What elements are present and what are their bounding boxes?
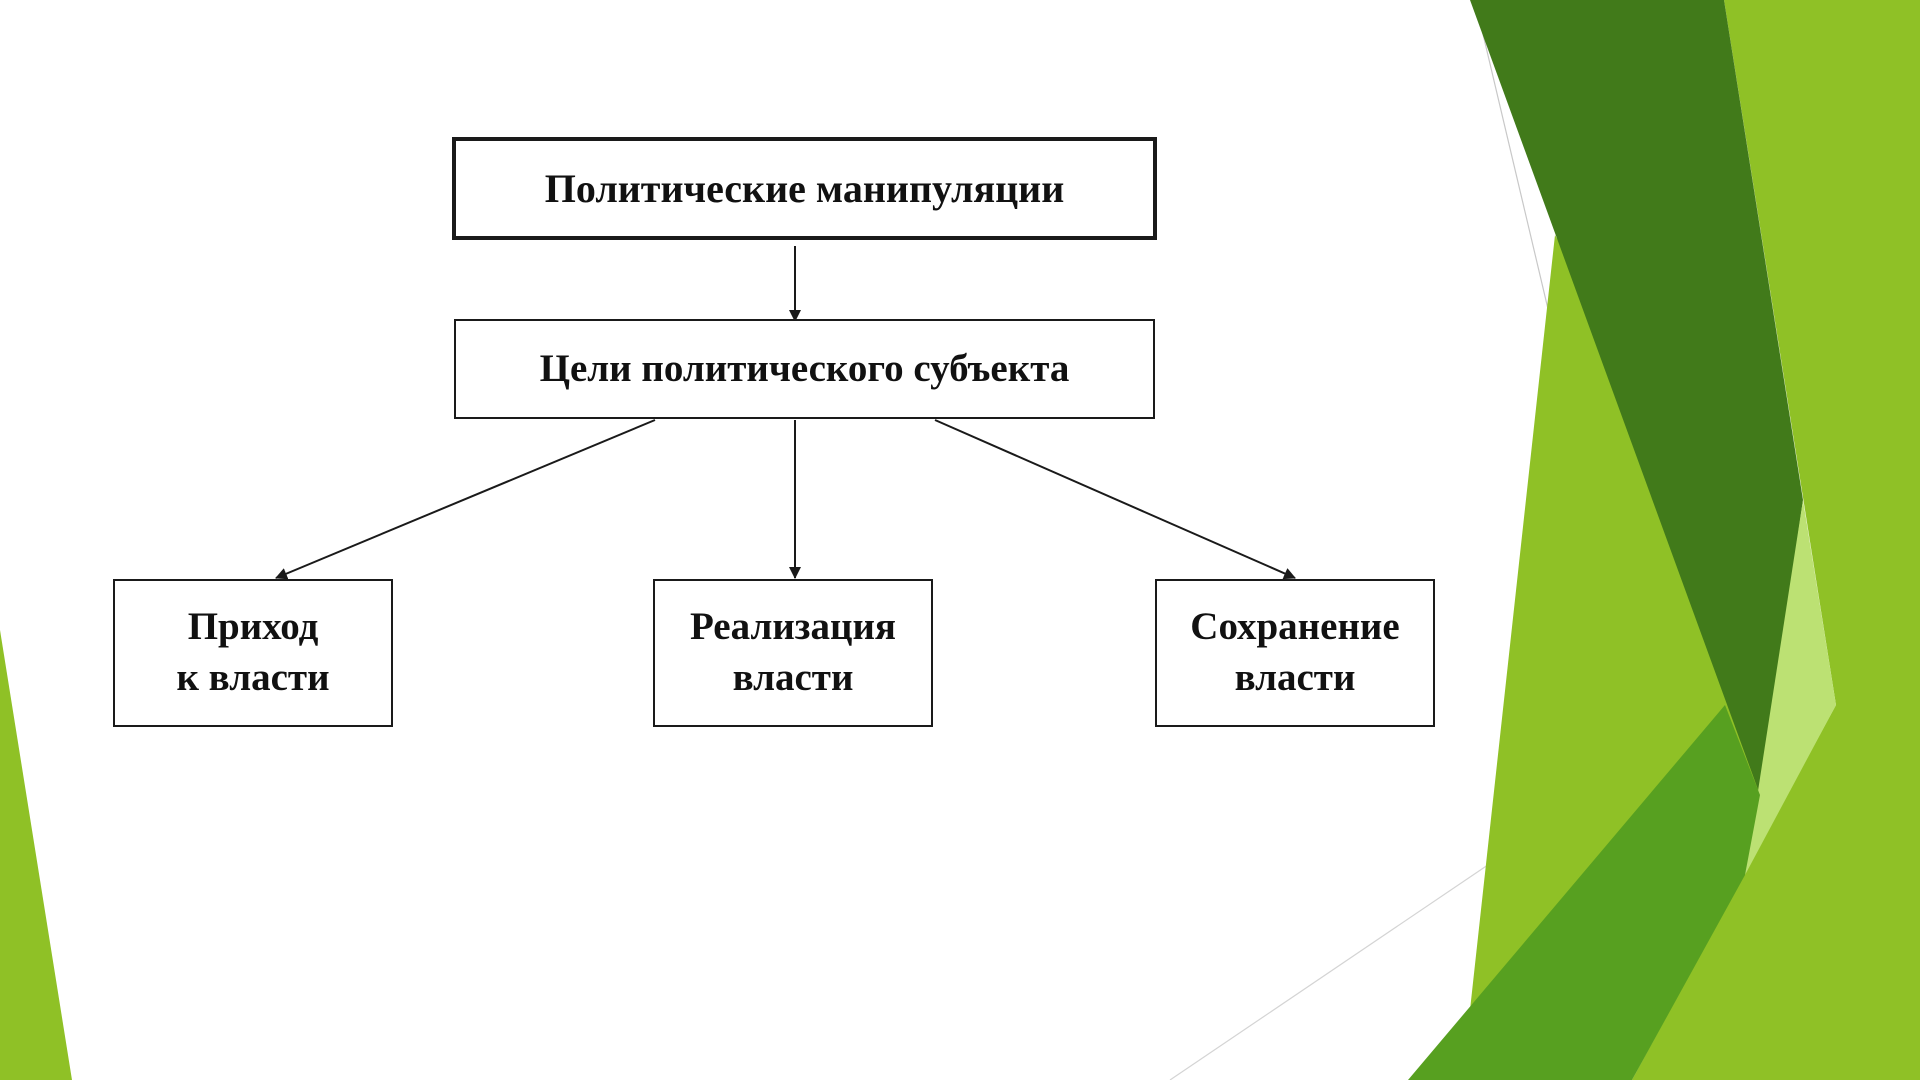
leaf-2-line-1: Реализация <box>689 605 897 649</box>
decor-main-green <box>1632 0 1920 1080</box>
leaf-2-line-2: власти <box>732 656 854 699</box>
leaf-3-line-1: Сохранение <box>1190 605 1400 649</box>
decor-light-green <box>1745 500 1836 875</box>
node-root-label: Политические манипуляции <box>544 165 1065 211</box>
node-political-manipulation: Политические манипуляции <box>452 137 1157 240</box>
decor-thin-line-2 <box>1169 849 1511 1080</box>
node-retention-of-power: Сохранение власти <box>1155 579 1435 727</box>
node-coming-to-power: Приход к власти <box>113 579 393 727</box>
arrow-middle-to-leaf-3 <box>934 419 1296 580</box>
arrow-middle-to-leaf-1 <box>275 419 656 580</box>
leaf-1-line-1: Приход <box>187 605 319 649</box>
decor-left-sliver <box>0 630 72 1080</box>
leaf-3-line-2: власти <box>1234 656 1356 699</box>
decor-dark-green <box>1470 0 1803 795</box>
node-exercise-of-power: Реализация власти <box>653 579 933 727</box>
node-middle-label: Цели политического субъекта <box>539 346 1070 390</box>
leaf-1-line-2: к власти <box>176 656 330 699</box>
decor-mid-green <box>1408 705 1760 1080</box>
node-goals-of-political-subject: Цели политического субъекта <box>454 319 1155 419</box>
